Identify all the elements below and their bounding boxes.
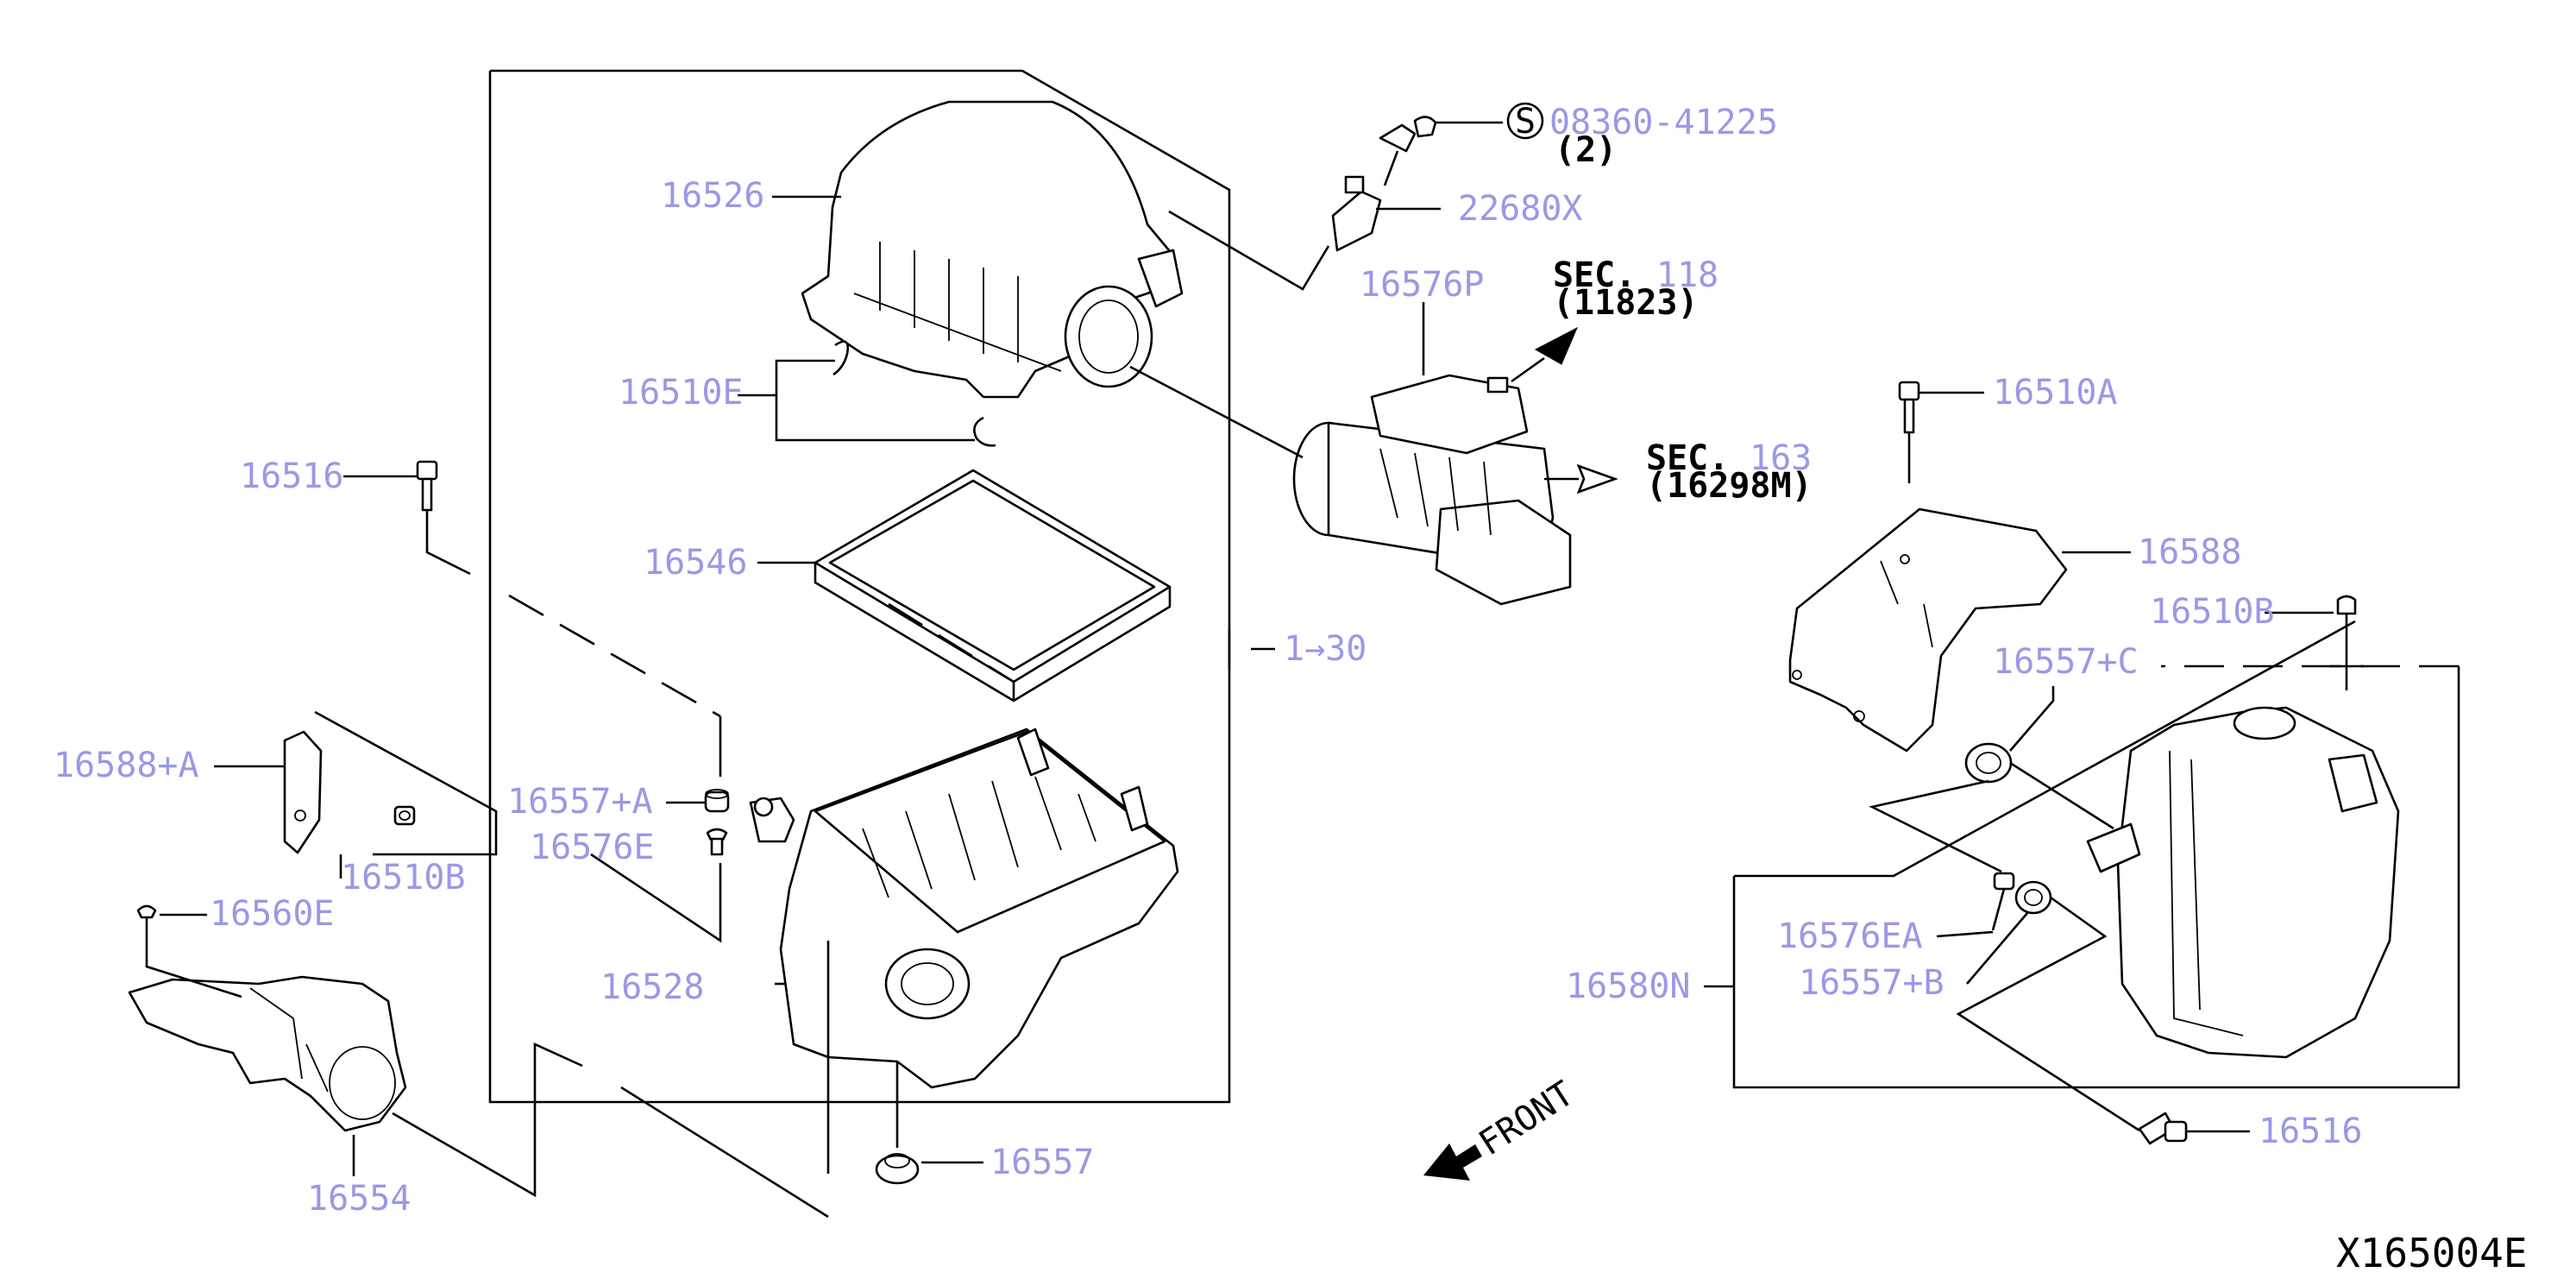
sec-118-arrow [1511, 326, 1579, 383]
screw-symbol: S [1506, 102, 1544, 142]
diagram-code: X165004E [2336, 1230, 2528, 1276]
air-cleaner-lower-case [749, 728, 1179, 1089]
mass-air-flow-sensor [1331, 116, 1437, 252]
front-arrow [1423, 1143, 1482, 1181]
duct-16554 [128, 975, 407, 1132]
sec-163-arrow [1544, 463, 1618, 494]
label-16588: 16588 [2138, 532, 2241, 572]
air-filter-element [814, 469, 1172, 702]
label-22680X: 22680X [1458, 189, 1583, 229]
bolt-16516-right [2138, 1112, 2188, 1145]
label-sec118-ref: (11823) [1553, 283, 1699, 323]
screw-symbol-letter: S [1515, 102, 1536, 142]
label-sec163-prefix: SEC. [1646, 438, 1729, 478]
label-16557A: 16557+A [507, 782, 653, 822]
bolt-16510B-left [393, 805, 416, 826]
label-16576EA: 16576EA [1777, 917, 1923, 956]
pin-16576E [706, 828, 728, 856]
bolt-16510B-right [2329, 595, 2364, 690]
label-16528: 16528 [600, 967, 704, 1007]
bolt-16516-left [416, 460, 438, 528]
label-16526: 16526 [661, 176, 764, 216]
pin-16576EA [1993, 872, 2015, 891]
label-16510B-left: 16510B [341, 858, 466, 898]
label-16557: 16557 [990, 1143, 1094, 1182]
label-16510B-right: 16510B [2150, 592, 2275, 632]
label-16560E: 16560E [210, 894, 335, 934]
label-1x30: 1→30 [1284, 629, 1367, 669]
label-16546: 16546 [644, 543, 747, 583]
bracket-16588A [283, 730, 323, 854]
clips-16510E [738, 340, 996, 447]
grommet-16557A [704, 789, 730, 813]
label-16557B: 16557+B [1799, 963, 1945, 1003]
label-16510A: 16510A [1993, 373, 2118, 413]
clip-16560E [136, 904, 157, 932]
resonator-group-frame [1732, 620, 2460, 1089]
grommet-16557B [2014, 880, 2052, 915]
grommet-16557 [875, 1153, 920, 1185]
label-screw-qty: (2) [1555, 130, 1617, 170]
label-16516-right: 16516 [2259, 1112, 2362, 1151]
label-16516-left: 16516 [240, 457, 343, 496]
air-flow-tube-16576P [1292, 374, 1572, 606]
part-labels: 16526 16510E 16516 16546 1→30 16588+A 16… [53, 102, 2528, 1276]
label-sec118-num: 118 [1656, 255, 1718, 295]
air-cleaner-upper-cover [801, 100, 1184, 399]
label-16576E: 16576E [530, 828, 655, 867]
label-16554: 16554 [307, 1179, 411, 1219]
leader-lines [145, 121, 2334, 1219]
label-sec163-num: 163 [1750, 438, 1812, 478]
resonator-16580N [2086, 706, 2400, 1059]
label-16510E: 16510E [619, 373, 744, 413]
label-16580N: 16580N [1566, 967, 1691, 1006]
label-16576P: 16576P [1360, 265, 1485, 305]
label-16557C: 16557+C [1993, 642, 2139, 682]
bracket-16588 [1788, 507, 2068, 753]
grommet-16557C [1964, 742, 2013, 784]
bolt-16510A [1898, 381, 1920, 483]
label-16588A: 16588+A [53, 746, 199, 785]
label-sec118-prefix: SEC. [1553, 255, 1636, 295]
label-front: FRONT [1472, 1074, 1580, 1163]
label-sec163-ref: (16298M) [1646, 466, 1813, 506]
label-screw-ref: 08360-41225 [1549, 103, 1778, 142]
